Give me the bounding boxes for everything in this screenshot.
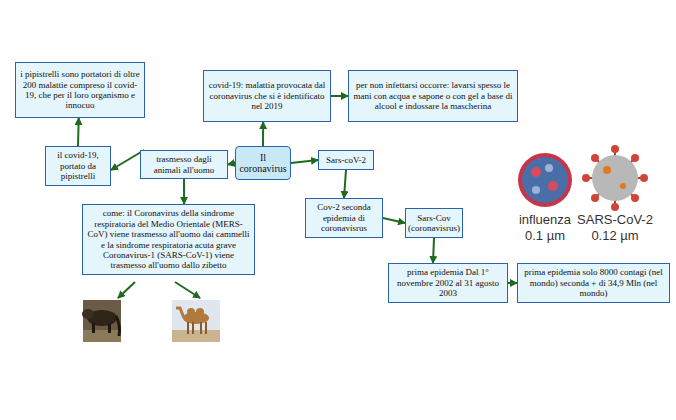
- arrow-connector: [508, 282, 517, 284]
- note-box: i pipistrelli sono portatori di oltre 20…: [15, 62, 145, 118]
- box-text: Il coronavirus: [239, 152, 287, 175]
- size-label: 0.1 µm: [525, 228, 565, 243]
- arrow-connector: [344, 170, 346, 198]
- process-box: Cov-2 seconda epidemia di coronavisrus: [305, 198, 383, 238]
- box-text: trasmesso dagli animali all'uomo: [144, 154, 224, 175]
- box-text: covid-19: malattia provocata dal coronav…: [207, 80, 327, 111]
- arrow-connector: [77, 118, 80, 146]
- stats-box: prima epidemia solo 8000 contagi (nel mo…: [517, 263, 670, 303]
- date-box: prima epidemia Dal 1° novembre 2002 al 3…: [388, 263, 508, 303]
- advice-box: per non infettarsi occorre: lavarsi spes…: [348, 70, 518, 122]
- picture-arrow: [118, 282, 135, 298]
- picture-arrow: [175, 282, 200, 298]
- arrow-connector: [383, 218, 405, 223]
- size-label: influenza: [519, 212, 571, 227]
- arrow-connector: [228, 163, 235, 165]
- sars-cov-2-virus: [582, 145, 648, 211]
- arrow-connector: [262, 122, 264, 146]
- process-box: Sars-coV-2: [318, 150, 374, 170]
- size-label: SARS-CoV-2: [577, 212, 653, 227]
- example-box: come: il Coronavirus della sindrome resp…: [82, 204, 255, 275]
- process-box: trasmesso dagli animali all'uomo: [140, 150, 228, 179]
- box-text: per non infettarsi occorre: lavarsi spes…: [352, 80, 514, 111]
- box-text: il covid-19, portato da pipistrelli: [49, 150, 107, 181]
- arrow-connector: [291, 160, 318, 163]
- civet-picture: [82, 300, 121, 342]
- definition-box: covid-19: malattia provocata dal coronav…: [203, 70, 331, 122]
- box-text: i pipistrelli sono portatori di oltre 20…: [19, 69, 141, 110]
- influenza-virus: [518, 153, 572, 207]
- arrow-connector: [433, 238, 434, 263]
- size-label: 0.12 µm: [591, 228, 638, 243]
- box-text: Cov-2 seconda epidemia di coronavisrus: [309, 202, 379, 233]
- arrow-connector: [183, 179, 185, 204]
- process-box: Sars-Cov (coronavisrus): [405, 208, 463, 238]
- box-text: come: il Coronavirus della sindrome resp…: [86, 208, 251, 270]
- process-box: il covid-19, portato da pipistrelli: [45, 146, 111, 186]
- box-text: Sars-coV-2: [326, 155, 366, 165]
- box-text: prima epidemia Dal 1° novembre 2002 al 3…: [392, 267, 504, 298]
- box-text: prima epidemia solo 8000 contagi (nel mo…: [521, 267, 666, 298]
- arrow-connector: [331, 95, 348, 97]
- camel-picture: [172, 300, 220, 342]
- central-box: Il coronavirus: [235, 146, 291, 180]
- box-text: Sars-Cov (coronavisrus): [408, 213, 460, 234]
